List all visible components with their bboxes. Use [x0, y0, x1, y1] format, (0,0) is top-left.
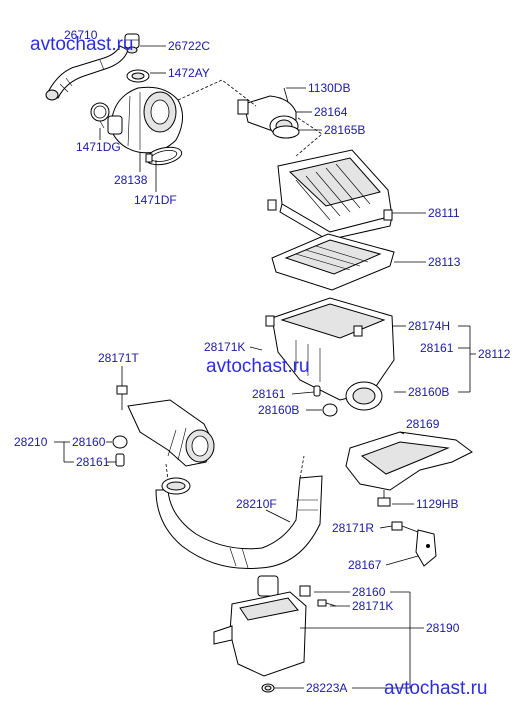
clamp-1472ay-part [126, 69, 150, 83]
watermark-middle: avtochast.ru [206, 356, 310, 377]
watermark-bottom: avtochast.ru [384, 678, 488, 699]
label-28160-left: 28160 [72, 435, 106, 449]
label-28223a: 28223A [306, 681, 347, 695]
part-labels: 26710 26722C 1472AY 1130DB 28164 28165B … [14, 28, 511, 695]
label-1472ay: 1472AY [168, 66, 210, 80]
label-1471df: 1471DF [134, 193, 177, 207]
label-28167: 28167 [348, 558, 382, 572]
small-bracket-part [391, 521, 437, 567]
label-28160-lower: 28160 [352, 585, 386, 599]
bolt-28171t-part [116, 385, 128, 410]
label-28161-center: 28161 [252, 387, 286, 401]
label-28112: 28112 [478, 347, 511, 361]
label-28113: 28113 [428, 255, 461, 269]
grommet-28223a-part [261, 683, 275, 693]
clamp-1471df-part [145, 146, 183, 166]
label-28111: 28111 [428, 206, 460, 220]
dashed-leader-sensor [177, 79, 257, 107]
dashed-leader-cover [295, 117, 323, 157]
long-hose-part [155, 475, 323, 569]
label-28171t: 28171T [98, 351, 139, 365]
label-28161-right: 28161 [420, 341, 454, 355]
label-28171r: 28171R [332, 521, 374, 535]
label-28164: 28164 [314, 105, 348, 119]
watermark-top: avtochast.ru [30, 34, 134, 55]
intake-resonator-part [107, 86, 183, 154]
dashed-leader-hose [299, 455, 305, 479]
dashed-leader-duct [165, 463, 169, 481]
air-cleaner-body-part [265, 297, 395, 411]
label-28210f: 28210F [236, 497, 277, 511]
label-28169: 28169 [406, 417, 440, 431]
intake-duct-part [127, 399, 215, 467]
cap-part [124, 33, 140, 54]
label-1471dg: 1471DG [76, 140, 121, 154]
label-28161-left: 28161 [76, 455, 110, 469]
label-28174h: 28174H [408, 319, 450, 333]
label-26710: 26710 [64, 28, 98, 42]
airflow-sensor-part [237, 87, 300, 139]
label-28160b-center: 28160B [258, 403, 299, 417]
label-1129hb: 1129HB [416, 497, 458, 511]
label-26722c: 26722C [168, 39, 210, 53]
label-28138: 28138 [114, 173, 148, 187]
label-1130db: 1130DB [308, 81, 350, 95]
label-28210: 28210 [14, 435, 48, 449]
air-cleaner-cover-part [267, 149, 393, 241]
label-28160b-right: 28160B [408, 385, 449, 399]
label-28165b: 28165B [324, 123, 365, 137]
label-28171k-upper: 28171K [204, 340, 245, 354]
watermarks: avtochast.ru avtochast.ru avtochast.ru [30, 34, 488, 699]
label-28190: 28190 [426, 621, 460, 635]
bracket-part [345, 431, 473, 507]
grommet-part [313, 385, 338, 417]
leader-lines [54, 45, 476, 689]
clamp-1471dg-part [90, 102, 110, 129]
left-grommets-part [112, 435, 128, 467]
air-filter-element-part [271, 233, 395, 291]
label-28171k-lower: 28171K [352, 599, 393, 613]
resonator-tank-part [213, 575, 337, 677]
